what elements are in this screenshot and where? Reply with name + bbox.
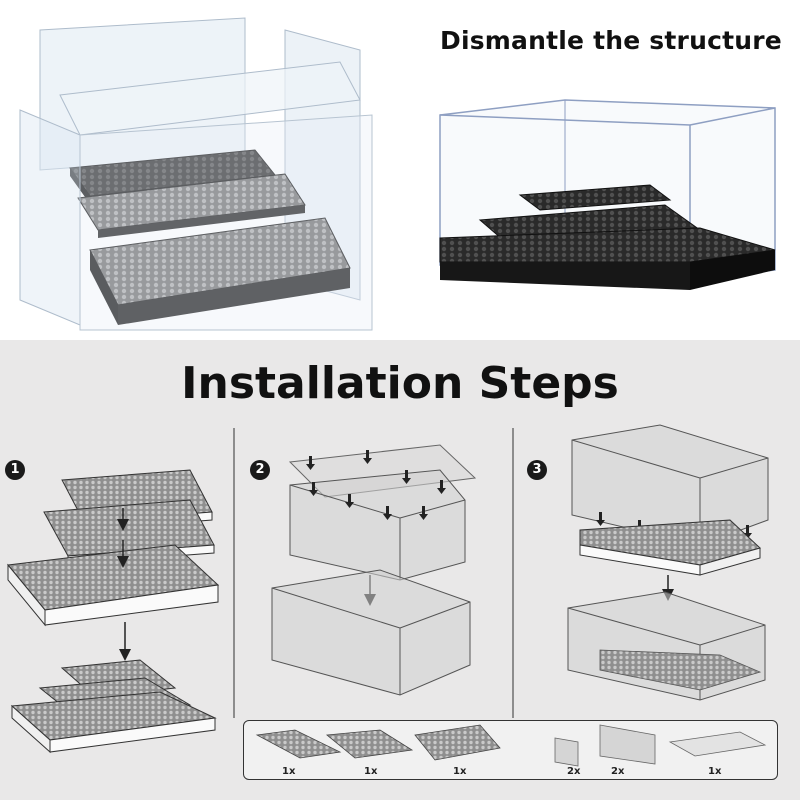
part-qty-side-panel: 2x bbox=[567, 766, 581, 777]
installation-steps-title: Installation Steps bbox=[181, 358, 619, 409]
part-side-panel bbox=[554, 737, 579, 767]
part-qty-small-step-plate: 1x bbox=[282, 766, 296, 777]
step-3-diagram bbox=[567, 424, 769, 701]
divider-2 bbox=[512, 428, 514, 718]
step-number-1: 1 bbox=[5, 460, 25, 480]
assembled-case-photo bbox=[439, 99, 776, 290]
part-qty-top-panel: 1x bbox=[708, 766, 722, 777]
part-medium-step-plate bbox=[325, 729, 414, 759]
part-qty-medium-step-plate: 1x bbox=[364, 766, 378, 777]
step-2-diagram bbox=[271, 444, 477, 696]
divider-1 bbox=[233, 428, 235, 718]
exploded-case-photo bbox=[19, 17, 373, 331]
part-top-panel bbox=[668, 731, 767, 757]
dismantle-title: Dismantle the structure bbox=[440, 26, 782, 55]
part-qty-base-plate: 1x bbox=[453, 766, 467, 777]
part-small-step-plate bbox=[255, 729, 342, 759]
step-number-2: 2 bbox=[250, 460, 270, 480]
part-qty-long-panel: 2x bbox=[611, 766, 625, 777]
part-base-plate bbox=[414, 724, 501, 761]
step-1-diagram bbox=[7, 469, 220, 754]
part-long-panel bbox=[599, 724, 656, 765]
step-number-3: 3 bbox=[527, 460, 547, 480]
